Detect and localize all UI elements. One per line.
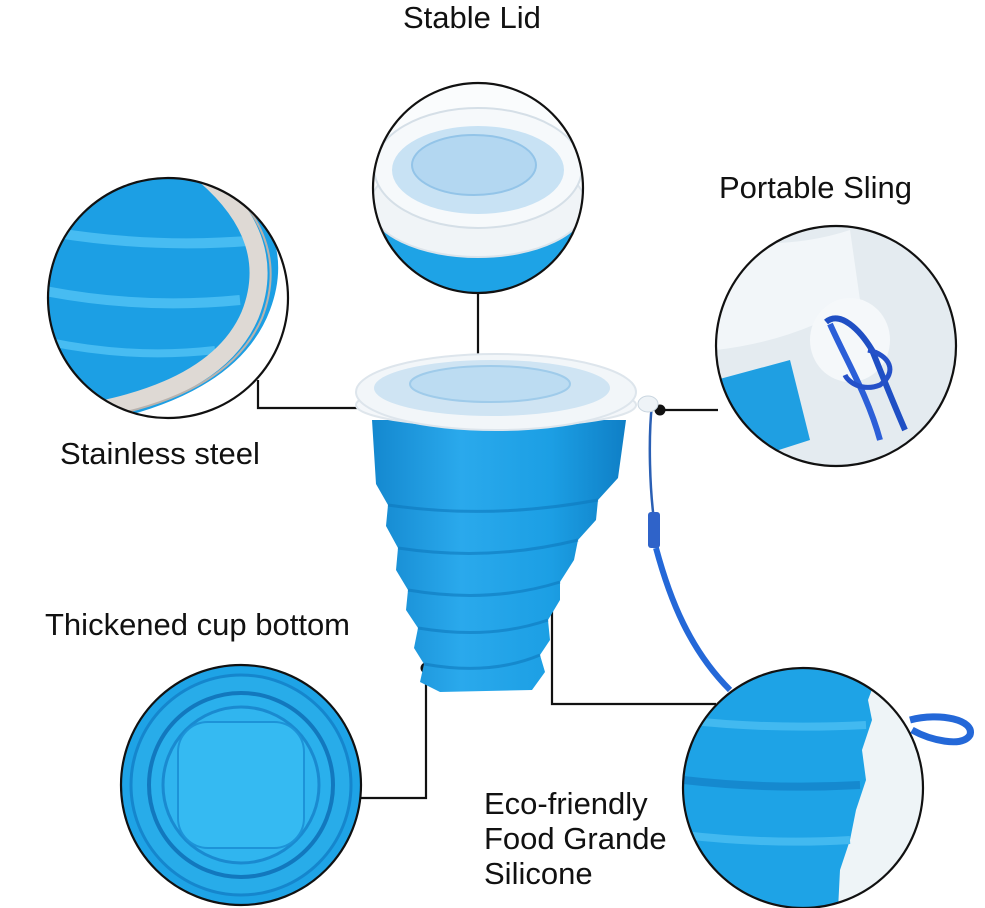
- label-thickened-cup-bottom: Thickened cup bottom: [45, 607, 351, 642]
- label-stable-lid: Stable Lid: [403, 0, 541, 35]
- zoom-circle-lid: [371, 81, 585, 295]
- label-portable-sling: Portable Sling: [719, 170, 913, 205]
- callout-lines: [256, 293, 718, 800]
- zoom-circle-cup-bottom: [119, 663, 363, 907]
- zoom-circle-stainless-steel: [46, 176, 290, 420]
- label-eco-line-1: Eco-friendly: [484, 786, 648, 821]
- zoom-circle-portable-sling: [714, 224, 958, 468]
- zoom-circle-silicone: [681, 666, 925, 908]
- label-stainless-steel: Stainless steel: [60, 436, 260, 471]
- label-eco-line-3: Silicone: [484, 856, 593, 891]
- label-eco-line-2: Food Grande: [484, 821, 667, 856]
- lanyard-strap: [637, 395, 974, 746]
- collapsible-cup: [355, 353, 637, 692]
